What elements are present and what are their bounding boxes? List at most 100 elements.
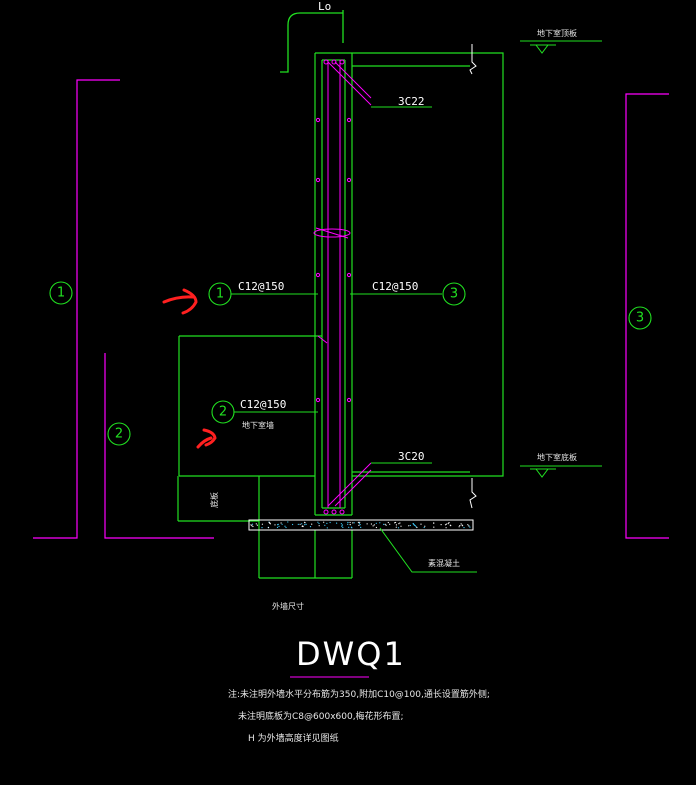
stipple-dot bbox=[277, 523, 279, 525]
stipple-dot bbox=[318, 525, 320, 527]
stipple-dot bbox=[267, 527, 270, 529]
break-symbol-top bbox=[469, 44, 477, 75]
svg-text:3: 3 bbox=[636, 311, 644, 326]
stipple-dot bbox=[326, 527, 328, 529]
stipple-dot bbox=[447, 523, 449, 525]
stipple-dot bbox=[324, 524, 326, 526]
stipple-dot bbox=[353, 522, 355, 524]
marker-1-left: 1 bbox=[49, 281, 73, 305]
stipple-dot bbox=[459, 525, 461, 527]
stipple-dot bbox=[340, 523, 342, 525]
stipple-dot bbox=[301, 525, 303, 528]
stipple-dot bbox=[318, 522, 320, 525]
drawing-title: DWQ1 bbox=[296, 635, 406, 673]
stipple-dot bbox=[280, 522, 282, 524]
stipple-dot bbox=[281, 523, 283, 525]
stipple-dot bbox=[409, 524, 411, 527]
note-line-1: 注:未注明外墙水平分布筋为350,附加C10@100,通长设置筋外侧; bbox=[228, 688, 490, 700]
stipple-dot bbox=[372, 525, 374, 527]
stipple-dot bbox=[375, 526, 377, 529]
svg-text:2: 2 bbox=[115, 427, 123, 442]
stipple-dot bbox=[415, 526, 417, 528]
stipple-dot bbox=[351, 527, 353, 529]
stipple-dot bbox=[467, 524, 469, 526]
stipple-dot bbox=[408, 525, 410, 527]
stipple-dot bbox=[448, 522, 450, 524]
stipple-dot bbox=[304, 524, 306, 526]
rebar-label-2: C12@150 bbox=[240, 398, 286, 411]
right-dim-bracket-3 bbox=[625, 93, 669, 539]
stipple-dot bbox=[285, 526, 287, 529]
stipple-dot bbox=[349, 521, 351, 524]
stipple-dot bbox=[400, 525, 402, 527]
leader-lines bbox=[231, 106, 442, 464]
marker-2-left: 2 bbox=[107, 422, 131, 446]
stipple-dot bbox=[398, 523, 400, 525]
stipple-dot bbox=[269, 523, 271, 525]
note-line-2: 未注明底板为C8@600x600,梅花形布置; bbox=[238, 710, 404, 722]
stipple-dot bbox=[444, 524, 447, 526]
bottom-note: 外墙尺寸 bbox=[272, 601, 304, 611]
corner-tick bbox=[317, 335, 328, 344]
stipple-dot bbox=[256, 524, 258, 526]
stipple-dot bbox=[284, 525, 286, 527]
stipple-dot bbox=[423, 526, 425, 529]
wall-rebar bbox=[313, 60, 372, 508]
stipple-dot bbox=[317, 521, 319, 523]
stipple-dot bbox=[323, 521, 325, 523]
stipple-dot bbox=[389, 523, 391, 525]
stipple-dot bbox=[304, 522, 306, 524]
stipple-dot bbox=[358, 522, 360, 525]
stipple-dot bbox=[274, 524, 276, 526]
left-note: 底板 bbox=[209, 492, 219, 508]
stipple-dot bbox=[463, 527, 465, 529]
stipple-dot bbox=[433, 526, 435, 528]
stipple-dot bbox=[373, 524, 375, 526]
stipple-dot bbox=[311, 523, 313, 525]
wall-outline bbox=[314, 52, 504, 516]
stipple-dot bbox=[445, 527, 447, 529]
stipple-dot bbox=[302, 525, 304, 528]
red-arrow-lower bbox=[196, 428, 217, 449]
stipple-dot bbox=[336, 522, 338, 524]
stipple-dot bbox=[261, 527, 263, 529]
svg-text:1: 1 bbox=[216, 287, 224, 302]
stipple-dot bbox=[252, 525, 254, 528]
stipple-dot bbox=[278, 525, 280, 528]
stipple-dot bbox=[424, 525, 426, 527]
stipple-dot bbox=[399, 522, 401, 524]
stipple-dot bbox=[395, 526, 397, 528]
cushion-slab-stipple bbox=[250, 521, 471, 529]
stipple-dot bbox=[347, 521, 349, 524]
red-arrow-upper bbox=[162, 288, 198, 315]
level-marker-bottom bbox=[520, 465, 602, 478]
bottom-note-leader bbox=[379, 527, 477, 573]
stipple-dot bbox=[397, 527, 400, 529]
stipple-dot bbox=[375, 522, 377, 524]
stipple-dot bbox=[413, 524, 416, 526]
svg-text:3: 3 bbox=[450, 287, 458, 302]
stipple-dot bbox=[250, 524, 252, 526]
stipple-dot bbox=[433, 522, 435, 524]
stipple-dot bbox=[384, 523, 386, 525]
stipple-dot bbox=[468, 525, 470, 527]
stipple-dot bbox=[341, 524, 344, 526]
footing-outline bbox=[177, 335, 353, 579]
left-dim-bracket-2 bbox=[104, 353, 214, 539]
stipple-dot bbox=[358, 524, 360, 527]
wall-rebar-dots bbox=[315, 59, 352, 515]
marker-3-right: 3 bbox=[628, 306, 652, 330]
stipple-dot bbox=[370, 523, 372, 525]
right-note: 素混凝土 bbox=[428, 558, 460, 568]
stipple-dot bbox=[341, 525, 343, 527]
stipple-dot bbox=[287, 521, 289, 523]
inner-note: 地下室墙 bbox=[242, 420, 274, 430]
rebar-label-bottom: 3C20 bbox=[398, 450, 425, 463]
stipple-dot bbox=[462, 525, 464, 527]
lo-dimension-label: Lo bbox=[318, 0, 331, 13]
stipple-dot bbox=[348, 526, 350, 528]
stipple-dot bbox=[460, 523, 462, 525]
stipple-dot bbox=[299, 523, 301, 525]
stipple-dot bbox=[458, 526, 460, 528]
stipple-dot bbox=[414, 525, 416, 527]
